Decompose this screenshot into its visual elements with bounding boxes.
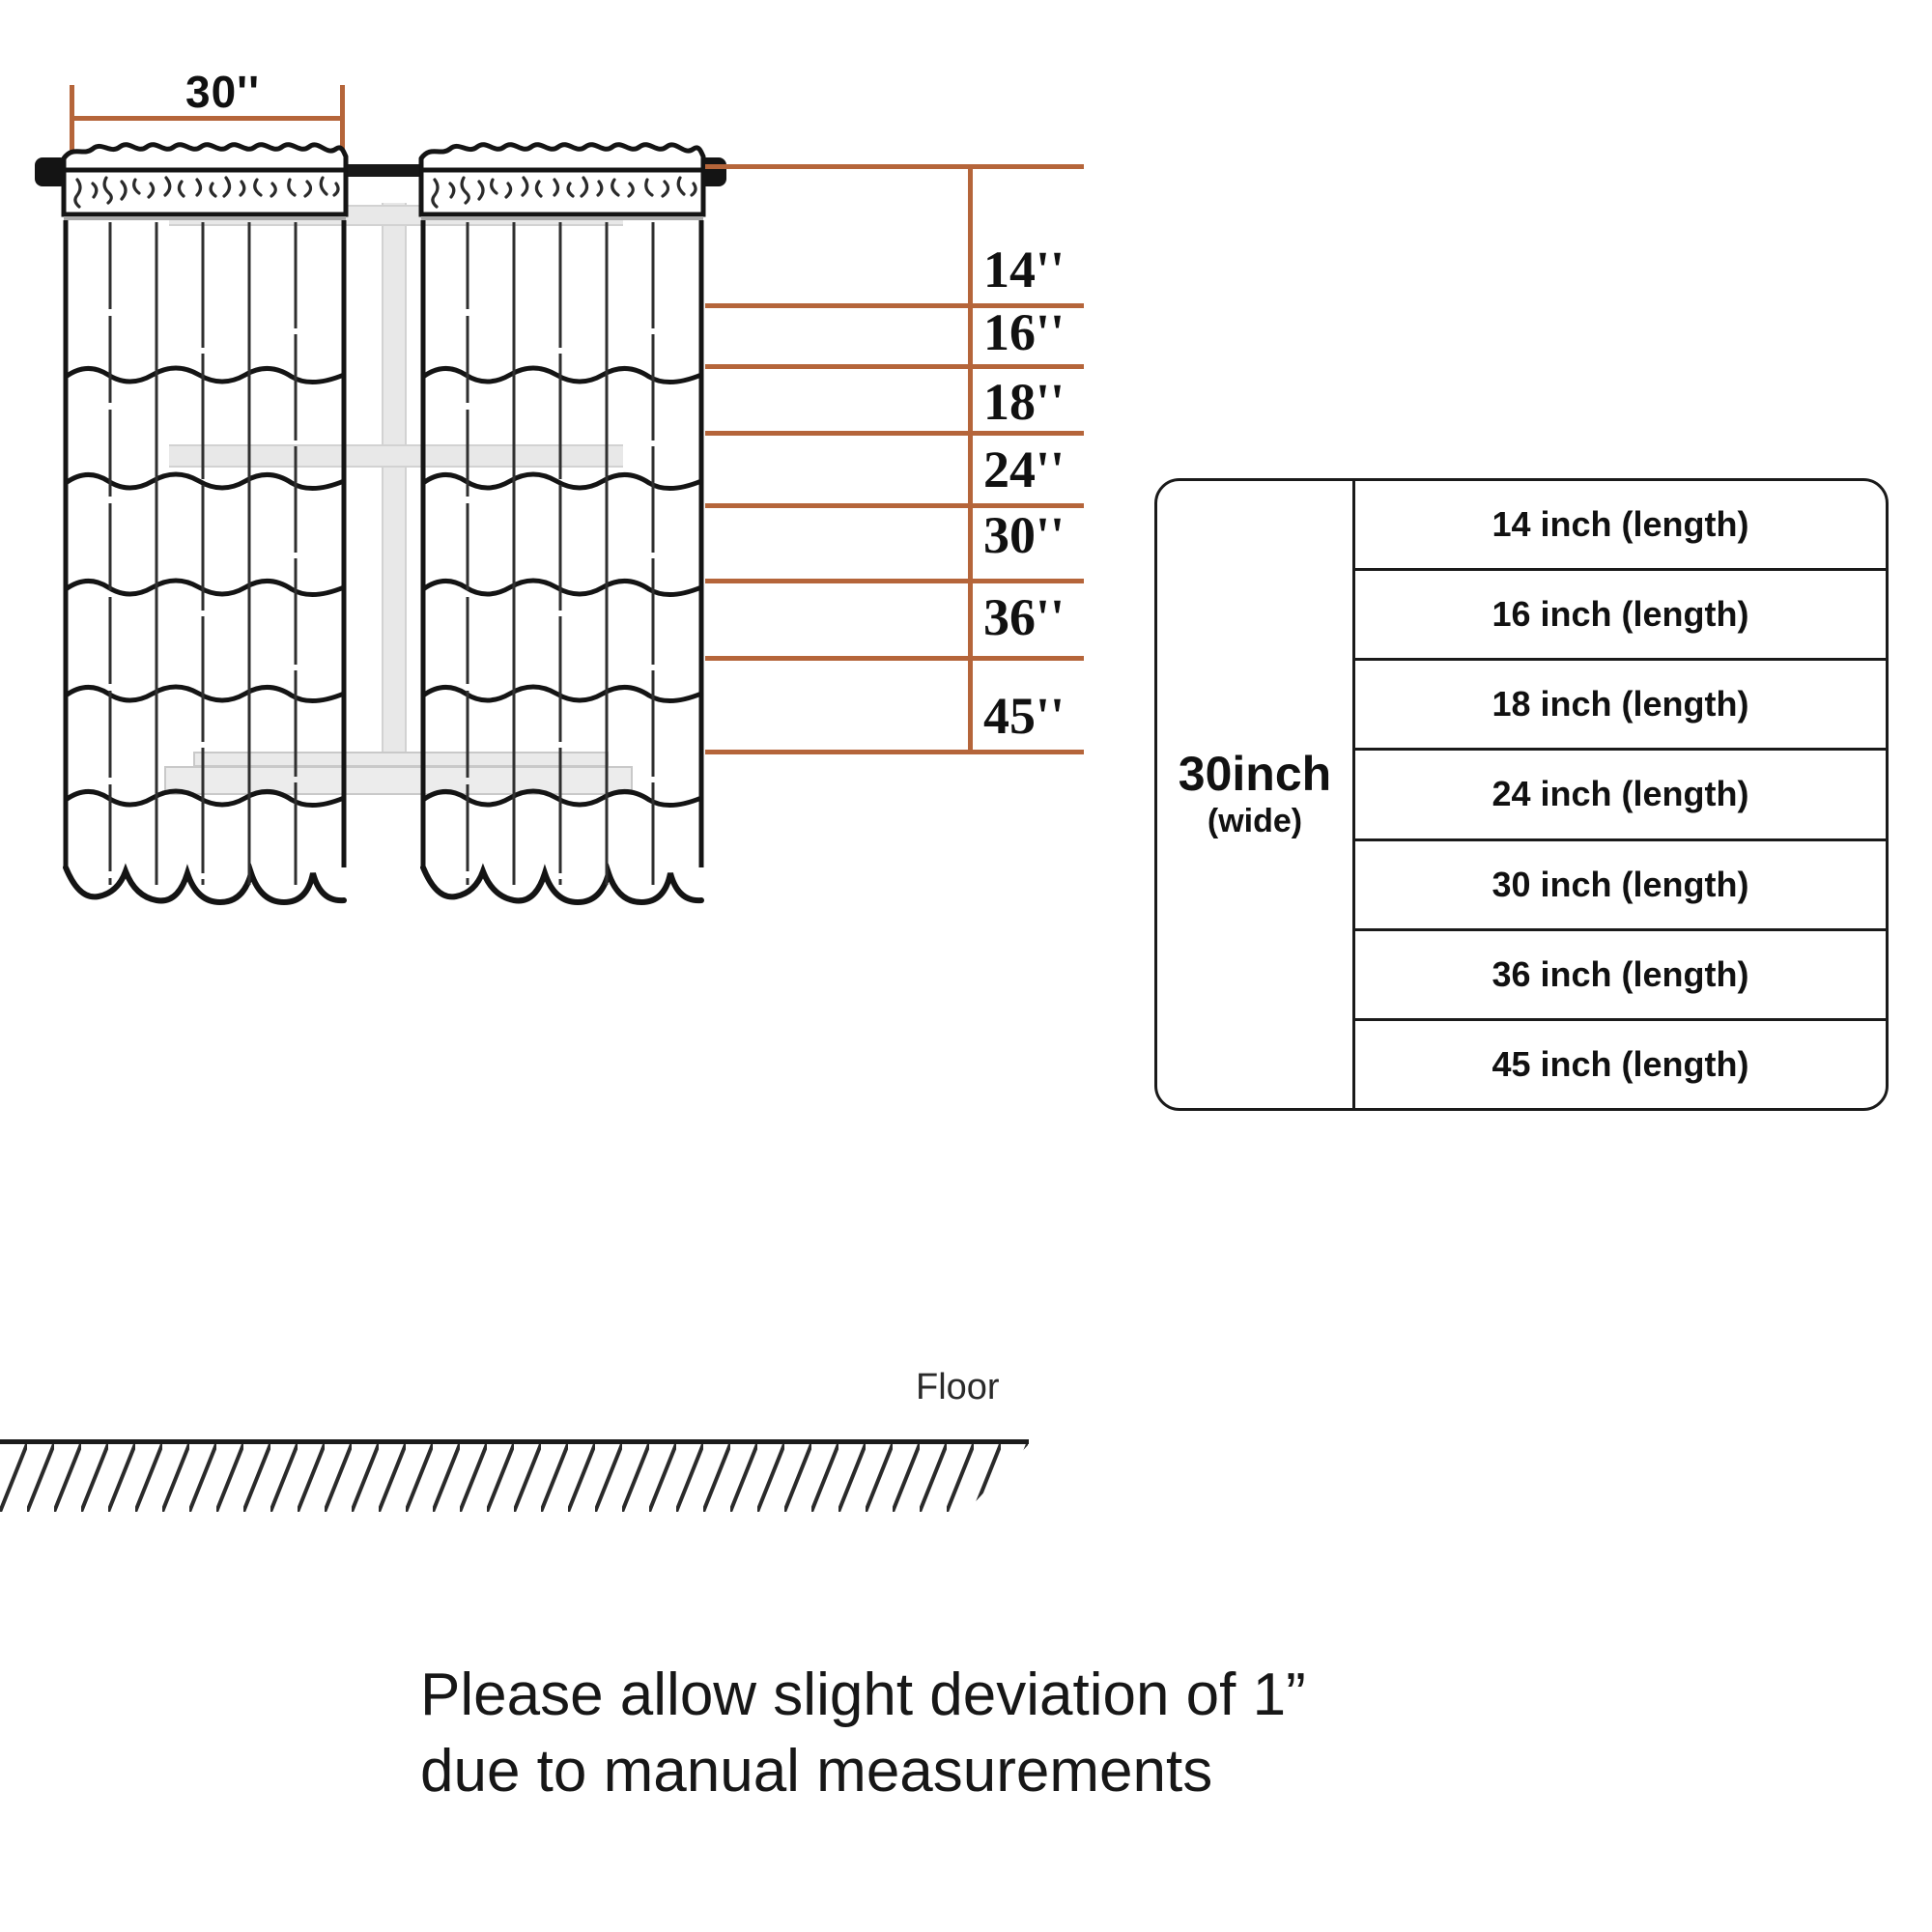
length-tick-0 (705, 164, 1084, 169)
length-tick-1 (705, 303, 1084, 308)
length-label-14: 14'' (983, 241, 1065, 298)
length-label-30: 30'' (983, 506, 1065, 564)
length-tick-5 (705, 579, 1084, 583)
length-label-16: 16'' (983, 303, 1065, 361)
width-dim-right-tick (340, 85, 345, 174)
size-table-row: 30 inch (length) (1355, 841, 1886, 931)
length-scale-spine (968, 166, 973, 753)
size-table-row: 36 inch (length) (1355, 931, 1886, 1021)
window-sill-outer (164, 766, 633, 795)
footnote-text: Please allow slight deviation of 1” due … (420, 1662, 1306, 1805)
length-tick-6 (705, 656, 1084, 661)
length-label-36: 36'' (983, 588, 1065, 646)
length-label-18: 18'' (983, 373, 1065, 431)
width-dim-rule (70, 116, 345, 121)
size-table-width-value: 30inch (1178, 746, 1332, 801)
size-table-width-cell: 30inch (wide) (1157, 481, 1355, 1108)
size-table-row: 24 inch (length) (1355, 751, 1886, 841)
length-label-45: 45'' (983, 687, 1065, 745)
floor-line (0, 1439, 1029, 1444)
length-label-24: 24'' (983, 440, 1065, 498)
width-dim-label: 30'' (185, 67, 261, 117)
size-table-width-unit: (wide) (1207, 803, 1303, 840)
length-tick-2 (705, 364, 1084, 369)
curtain-panel-left (60, 124, 350, 935)
floor-hatching (0, 1444, 1029, 1512)
size-table-length-column: 14 inch (length) 16 inch (length) 18 inc… (1355, 481, 1886, 1108)
curtain-panel-right (417, 124, 707, 935)
size-table-row: 18 inch (length) (1355, 661, 1886, 752)
size-table-row: 45 inch (length) (1492, 1043, 1749, 1084)
length-tick-4 (705, 503, 1084, 508)
width-dim-left-tick (70, 85, 74, 174)
size-table-row: 14 inch (length) (1355, 481, 1886, 572)
size-table-card: 30inch (wide) 14 inch (length) 16 inch (… (1154, 478, 1889, 1111)
size-table-row: 16 inch (length) (1355, 571, 1886, 662)
floor-label: Floor (916, 1367, 1000, 1407)
window-mullion-vertical (382, 203, 407, 768)
window-mullion-horizontal (169, 444, 623, 468)
length-tick-3 (705, 431, 1084, 436)
length-tick-7 (705, 750, 1084, 754)
